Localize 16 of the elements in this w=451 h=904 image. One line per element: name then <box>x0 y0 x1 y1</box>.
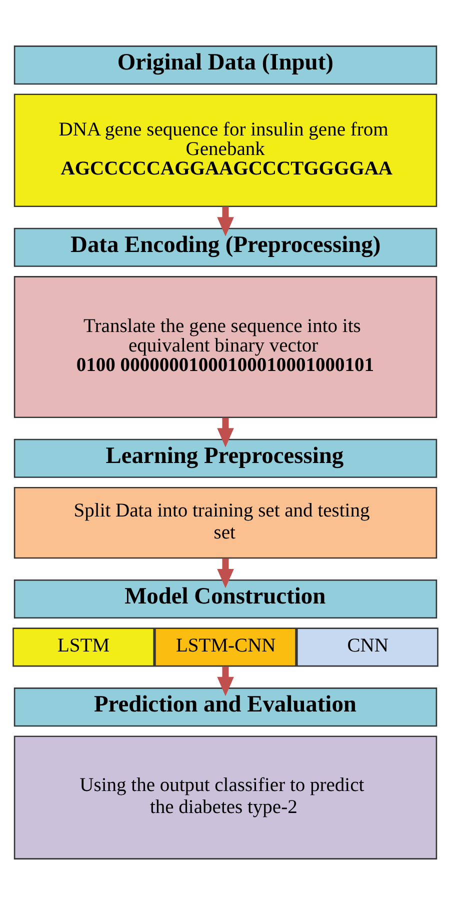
arrow <box>217 206 234 236</box>
node-box: LSTM <box>12 627 155 666</box>
node-box: Using the output classifier to predict the diabetes type-2 <box>14 735 438 859</box>
node-box: Translate the gene sequence into its equivalent binary vector 0100 00000001000100010001000101 <box>14 276 438 418</box>
node-box: Prediction and Evaluation <box>14 687 438 726</box>
node-box: Split Data into training set and testing set <box>14 486 438 558</box>
node-box: Data Encoding (Preprocessing) <box>14 227 438 266</box>
node-box: Learning Preprocessing <box>14 438 438 478</box>
arrow <box>217 666 234 696</box>
arrow <box>217 417 234 447</box>
node-box: DNA gene sequence for insulin gene from Genebank AGCCCCCAGGAAGCCCTGGGGAA <box>14 93 438 207</box>
node-box: CNN <box>296 627 438 666</box>
node-box: Original Data (Input) <box>14 45 438 84</box>
node-box: Model Construction <box>14 578 438 618</box>
arrow <box>217 558 234 588</box>
node-box: LSTM-CNN <box>154 627 296 666</box>
